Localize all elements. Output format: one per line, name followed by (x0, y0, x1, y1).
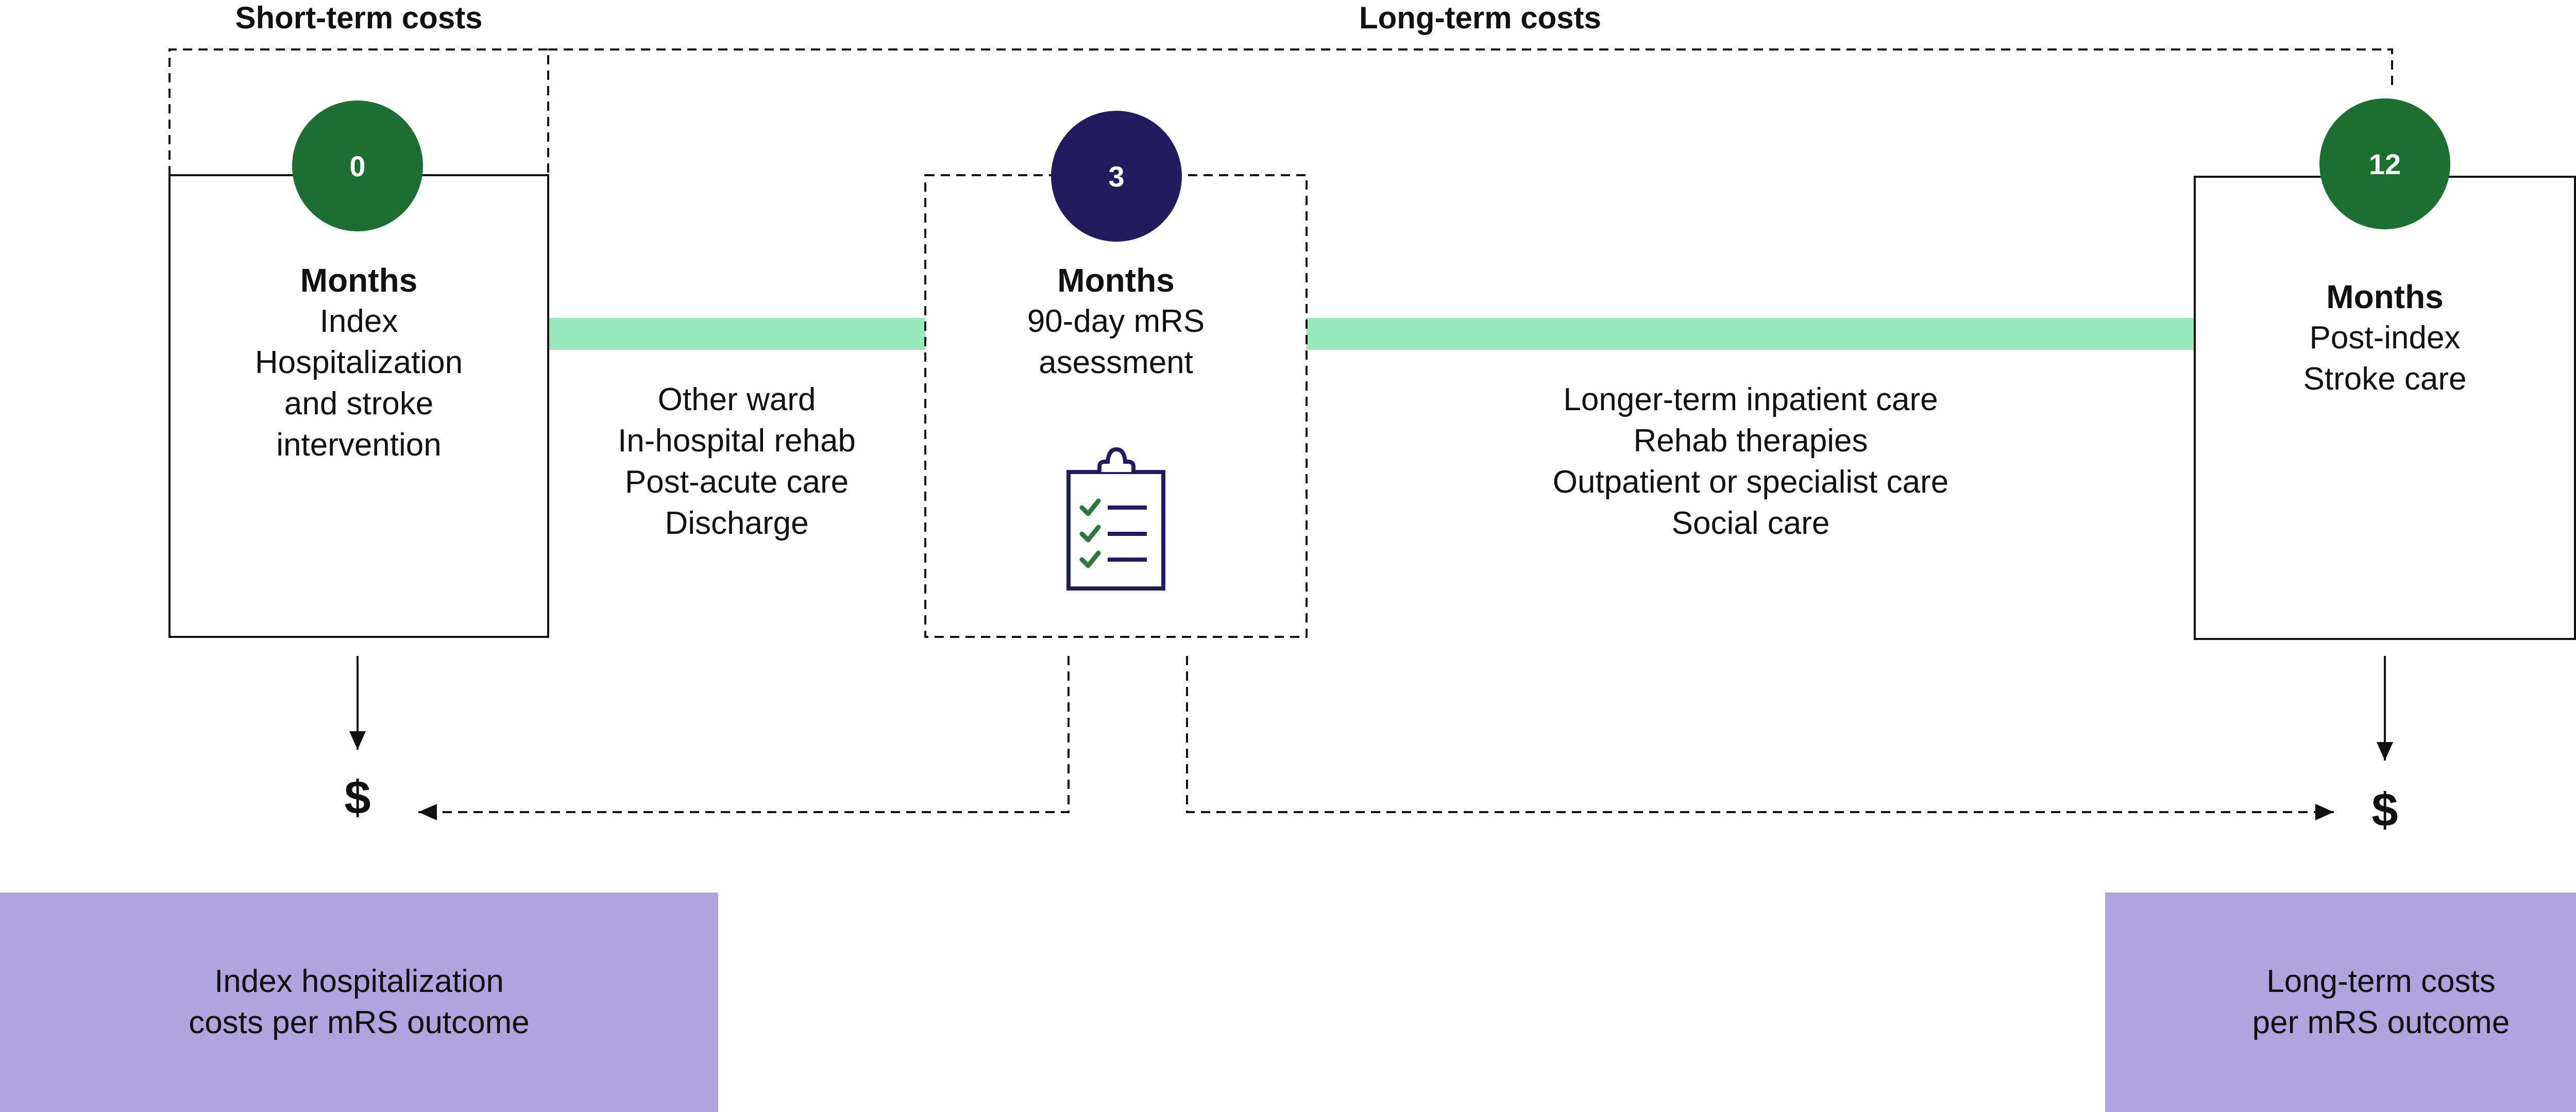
milestone-line: Hospitalization (255, 345, 463, 380)
outcome-line: Index hospitalization (214, 964, 504, 999)
milestone-line: Post-index (2309, 320, 2461, 356)
milestone-line: and stroke (284, 386, 434, 422)
phase-line: Outpatient or specialist care (1552, 464, 1949, 500)
timeline-bar-3-to-12 (1307, 318, 2195, 350)
phase-line: Social care (1671, 506, 1830, 541)
milestone-title-3: Months (1057, 262, 1175, 299)
milestone-text-12: Months Post-index Stroke care (2195, 276, 2575, 400)
dashed-arrow-to-longterm-cost (1186, 656, 2334, 820)
milestone-line: Stroke care (2303, 361, 2467, 397)
outcome-box-index (0, 892, 718, 1112)
phase-text-early: Other ward In-hospital rehab Post-acute … (548, 379, 925, 544)
outcome-line: costs per mRS outcome (189, 1005, 530, 1040)
milestone-line: asessment (1039, 345, 1193, 380)
dollar-sign-longterm: $ (2371, 784, 2398, 836)
milestone-circle-3 (1051, 111, 1182, 242)
timeline-bar-0-to-3 (548, 318, 925, 350)
milestone-line: Index (319, 304, 398, 339)
short-term-costs-label: Short-term costs (235, 1, 483, 35)
outcome-box-longterm (2105, 892, 2576, 1112)
milestone-line: 90-day mRS (1027, 304, 1205, 339)
long-term-costs-label: Long-term costs (1359, 1, 1602, 35)
phase-line: Rehab therapies (1633, 423, 1868, 459)
outcome-label-index: Index hospitalization costs per mRS outc… (0, 892, 718, 1112)
milestone-box-0 (168, 174, 549, 638)
dashed-arrow-to-index-cost (418, 656, 1070, 820)
short-term-bracket (168, 48, 549, 175)
milestone-text-3: Months 90-day mRS asessment (925, 260, 1307, 383)
milestone-circle-12 (2319, 98, 2450, 229)
phase-line: Post-acute care (624, 464, 849, 500)
phase-line: Other ward (657, 382, 816, 417)
milestone-title-0: Months (300, 262, 418, 299)
milestone-number-3: 3 (1108, 160, 1125, 193)
outcome-line: per mRS outcome (2252, 1005, 2510, 1040)
milestone-box-12 (2194, 176, 2576, 640)
outcome-line: Long-term costs (2266, 964, 2496, 999)
phase-line: Discharge (665, 506, 809, 541)
phase-line: In-hospital rehab (618, 423, 856, 459)
phase-line: Longer-term inpatient care (1563, 382, 1938, 417)
milestone-line: intervention (276, 427, 442, 463)
milestone-number-12: 12 (2368, 147, 2401, 180)
clipboard-checklist-icon (1066, 447, 1165, 591)
outcome-label-longterm: Long-term costs per mRS outcome (2105, 892, 2576, 1112)
milestone-text-0: Months Index Hospitalization and stroke … (170, 260, 548, 466)
milestone-title-12: Months (2326, 278, 2444, 315)
milestone-circle-0 (292, 100, 423, 231)
long-term-bracket (548, 48, 2393, 88)
milestone-number-0: 0 (349, 149, 366, 182)
phase-text-late: Longer-term inpatient care Rehab therapi… (1307, 379, 2195, 544)
dollar-sign-index: $ (344, 771, 371, 824)
